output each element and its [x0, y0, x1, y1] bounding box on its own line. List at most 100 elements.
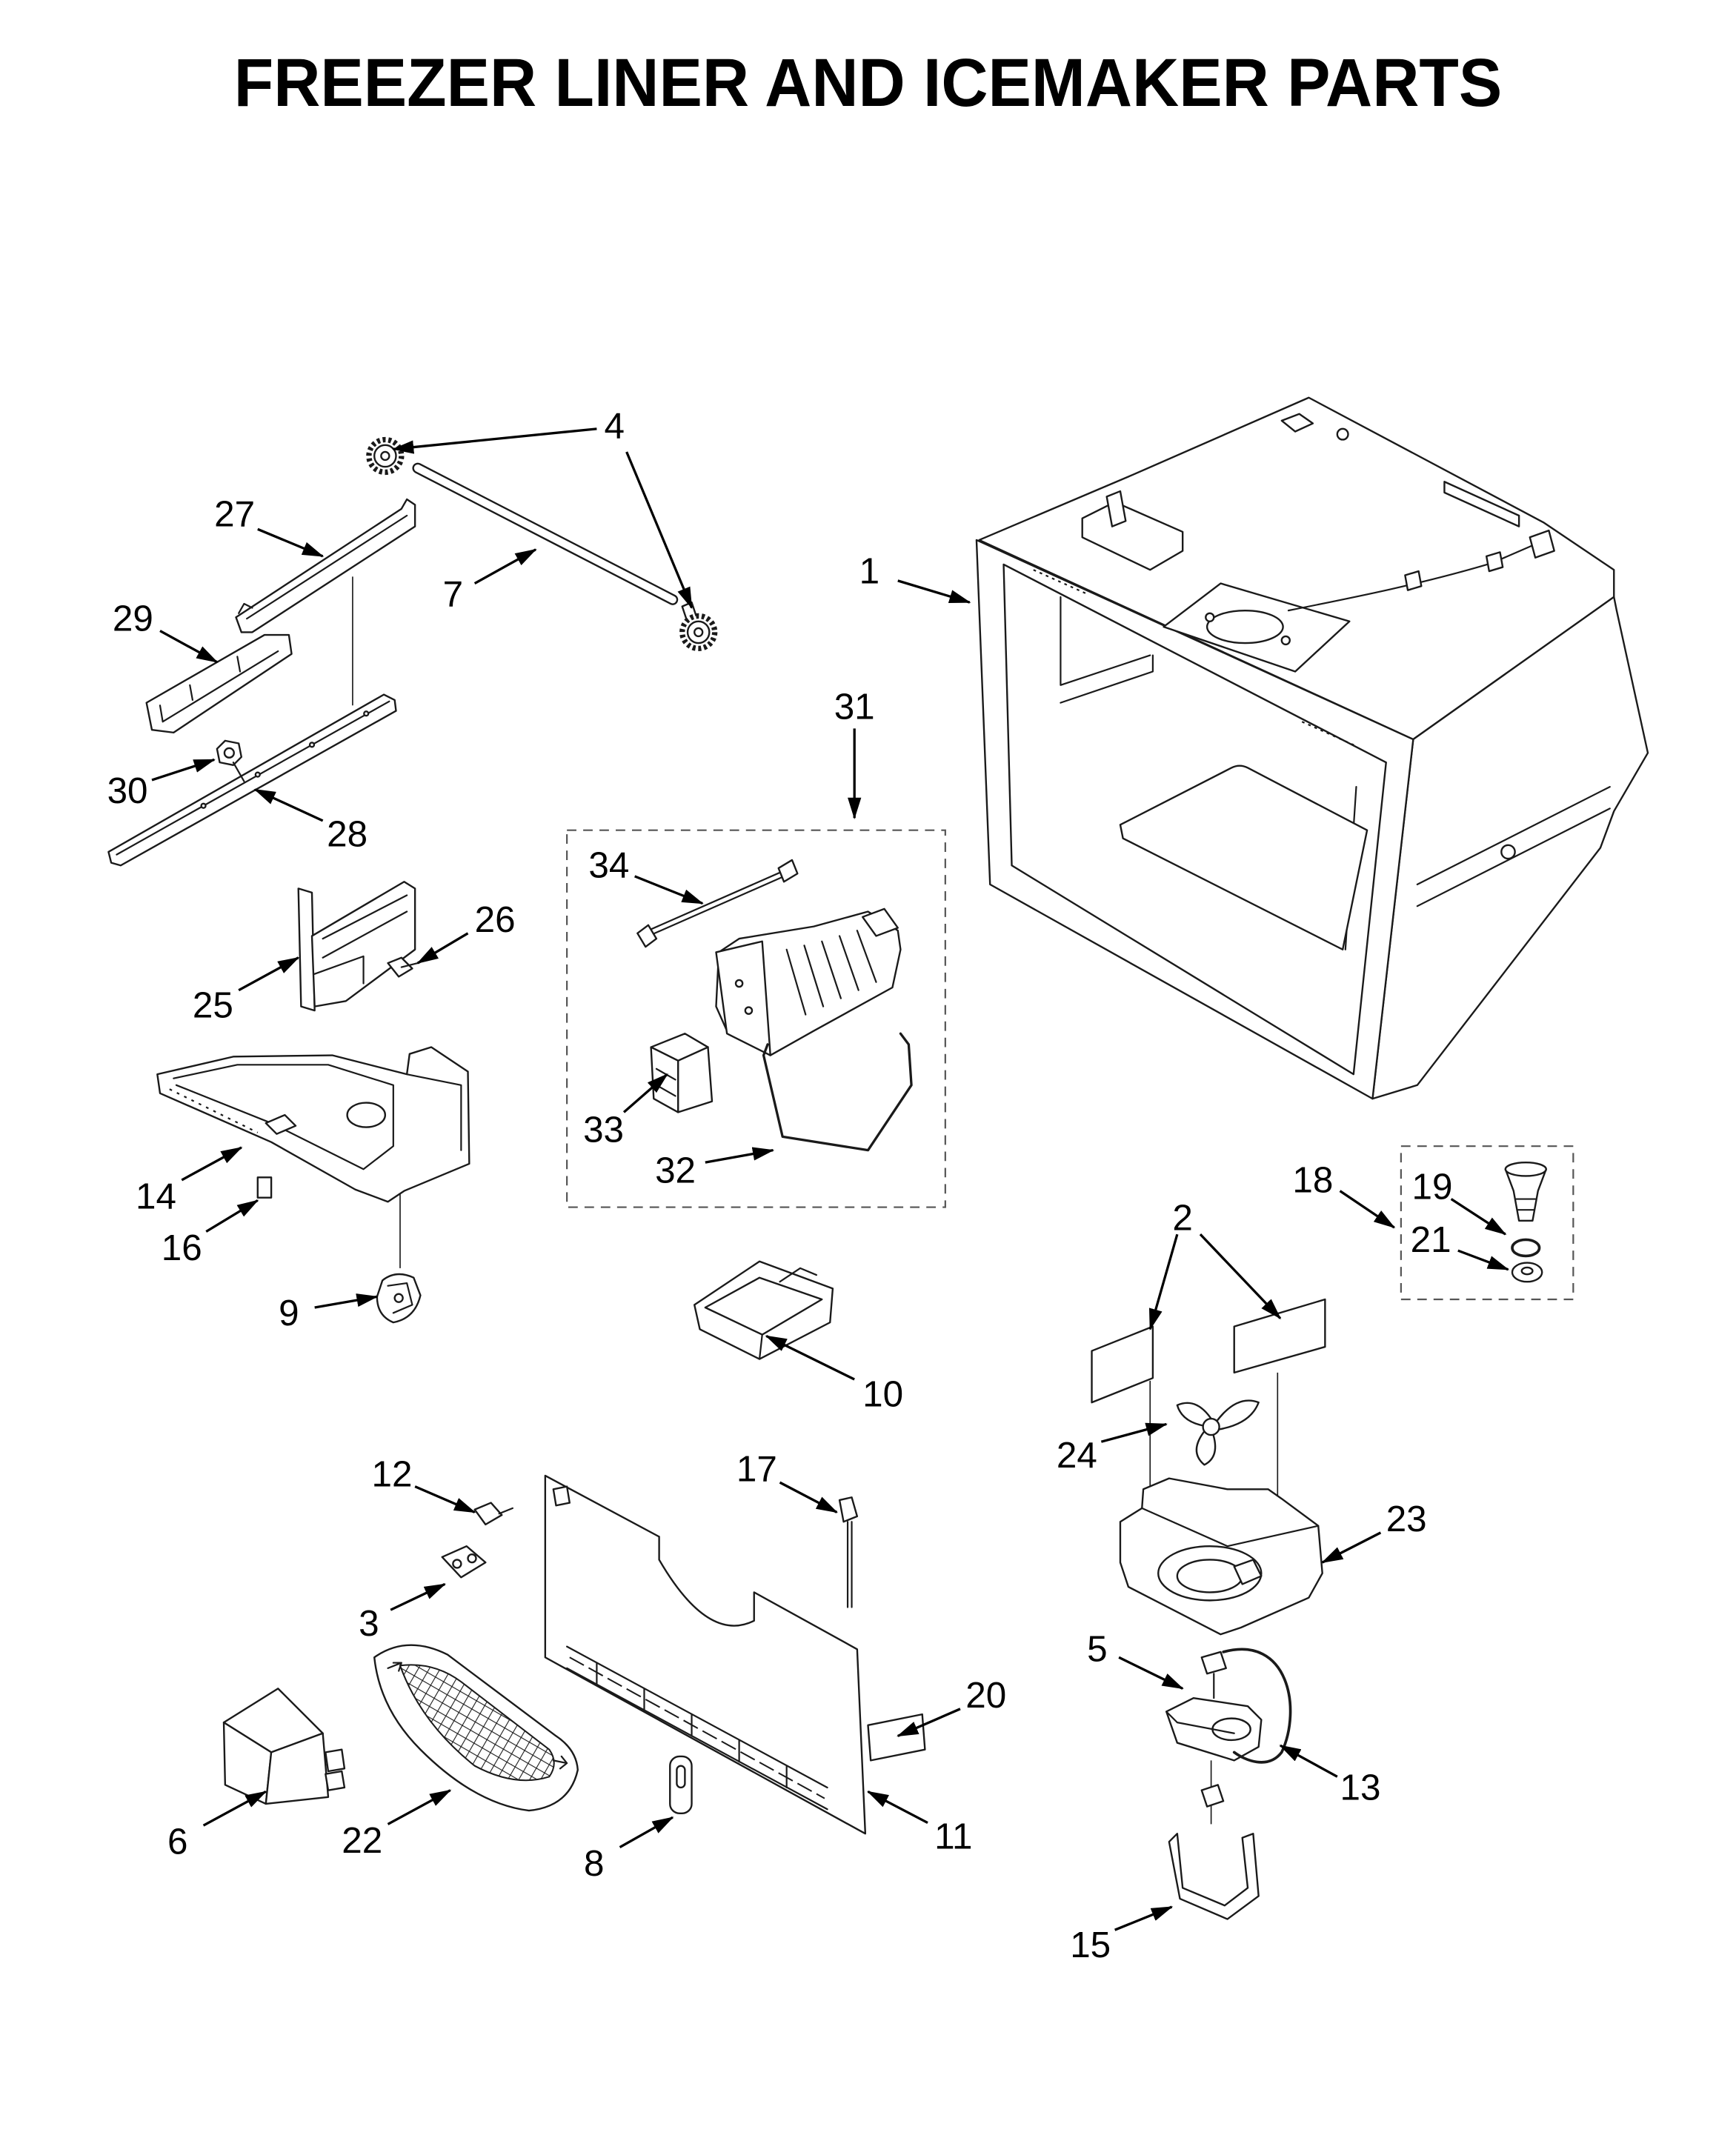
- icemaker-cover-drawing: [650, 1033, 714, 1113]
- callout-22: 22: [342, 1820, 382, 1861]
- callout-11: 11: [934, 1816, 972, 1856]
- washer-drawing: [1511, 1262, 1543, 1283]
- leader-arrow-28: [253, 788, 324, 822]
- leader-arrow-1: [897, 579, 971, 604]
- clip-drawing: [669, 1755, 693, 1814]
- page-title: FREEZER LINER AND ICEMAKER PARTS: [234, 45, 1502, 121]
- callout-13: 13: [1340, 1767, 1380, 1808]
- fan-blade-drawing: [1176, 1399, 1260, 1466]
- rail-bracket-drawing: [145, 633, 293, 734]
- leader-arrow-32: [705, 1147, 775, 1164]
- leader-arrow-14: [181, 1146, 243, 1182]
- ice-chute-tray-drawing: [156, 1046, 470, 1203]
- small-bracket-drawing: [441, 1545, 487, 1579]
- callout-18: 18: [1292, 1159, 1333, 1200]
- leader-arrow-4b: [625, 451, 694, 610]
- leader-arrow-6: [202, 1791, 267, 1827]
- slide-rail-drawing: [235, 498, 416, 633]
- callout-24: 24: [1057, 1435, 1097, 1476]
- callout-3: 3: [359, 1603, 379, 1644]
- callout-29: 29: [113, 599, 153, 639]
- foam-pad-drawing-left: [1091, 1325, 1154, 1404]
- leader-arrow-24: [1100, 1422, 1168, 1443]
- shutoff-arm-drawing: [762, 1032, 913, 1152]
- leader-arrow-21: [1457, 1249, 1510, 1271]
- callout-7: 7: [443, 574, 463, 615]
- gear-drawing-left: [366, 436, 405, 476]
- callout-15: 15: [1070, 1925, 1111, 1965]
- callout-4: 4: [604, 406, 624, 447]
- water-fitting-drawing: [1504, 1161, 1547, 1222]
- callout-21: 21: [1411, 1219, 1451, 1260]
- leader-arrow-22: [387, 1789, 452, 1825]
- foam-strip-drawing: [867, 1713, 926, 1762]
- callout-14: 14: [136, 1176, 176, 1216]
- leader-arrow-10: [765, 1334, 855, 1381]
- leader-arrow-19: [1450, 1198, 1507, 1236]
- callout-1: 1: [859, 551, 879, 592]
- callout-2: 2: [1172, 1198, 1192, 1239]
- callout-17: 17: [736, 1448, 777, 1489]
- leader-arrow-25: [238, 956, 300, 992]
- fan-shroud-drawing: [1119, 1477, 1323, 1636]
- callout-labels: 1 2 3 4 5 6 7 8 9 10 11 12 13 14 15 16 1…: [107, 406, 1453, 1965]
- leader-arrow-29: [159, 630, 219, 664]
- callout-32: 32: [655, 1150, 696, 1191]
- leader-arrow-9: [314, 1293, 379, 1309]
- icemaker-group-box: [566, 829, 946, 1208]
- leader-arrow-30: [151, 758, 216, 782]
- leader-arrow-3: [390, 1582, 447, 1611]
- icemaker-drawing: [715, 907, 902, 1056]
- callout-28: 28: [327, 814, 368, 855]
- motor-wire-drawing: [1222, 1648, 1292, 1764]
- small-block-drawing: [256, 1176, 273, 1199]
- callout-8: 8: [584, 1843, 604, 1884]
- motor-bracket-drawing: [1168, 1833, 1260, 1920]
- callout-6: 6: [167, 1822, 187, 1862]
- leader-arrow-2a: [1148, 1233, 1179, 1331]
- callout-30: 30: [107, 770, 148, 811]
- shaft-rod-drawing: [412, 462, 679, 605]
- grille-drawing: [373, 1644, 579, 1812]
- duct-cover-drawing: [222, 1688, 346, 1805]
- leader-arrow-8: [619, 1816, 674, 1848]
- callout-23: 23: [1386, 1499, 1427, 1539]
- freezer-liner-drawing: [975, 396, 1649, 1100]
- callout-10: 10: [862, 1374, 903, 1415]
- leader-arrow-11: [866, 1791, 928, 1825]
- leader-arrow-13: [1279, 1744, 1338, 1778]
- leader-arrow-2b: [1199, 1233, 1282, 1319]
- leader-arrow-15: [1114, 1905, 1174, 1931]
- wire-harness-drawing: [636, 859, 799, 948]
- callout-19: 19: [1411, 1167, 1452, 1208]
- callout-20: 20: [965, 1675, 1006, 1716]
- leader-arrow-26: [416, 932, 469, 965]
- support-bracket-drawing: [297, 881, 416, 1012]
- ice-bin-drawing: [694, 1260, 834, 1360]
- leader-arrow-17: [779, 1481, 839, 1513]
- foam-pad-drawing-right: [1233, 1298, 1326, 1374]
- screw-drawing-12: [473, 1502, 514, 1526]
- leader-arrow-4a: [392, 427, 597, 454]
- callout-12: 12: [372, 1454, 413, 1495]
- leader-arrow-18: [1339, 1190, 1396, 1229]
- leader-arrows: [151, 427, 1510, 1931]
- gear-drawing-right: [679, 601, 718, 652]
- screw-drawing-26: [387, 956, 419, 978]
- leader-arrow-16: [205, 1199, 259, 1233]
- grommet-drawing: [1200, 1784, 1225, 1808]
- callout-5: 5: [1087, 1629, 1107, 1670]
- callout-34: 34: [588, 845, 629, 886]
- leader-arrow-33: [622, 1073, 668, 1113]
- callout-27: 27: [214, 494, 255, 535]
- leader-arrow-34: [634, 875, 704, 905]
- screw-drawing-30: [216, 739, 245, 782]
- callout-31: 31: [834, 687, 875, 727]
- leader-arrow-5: [1118, 1656, 1184, 1690]
- leader-arrow-12: [414, 1485, 476, 1513]
- fan-motor-drawing: [1165, 1651, 1263, 1762]
- leader-arrow-27: [257, 527, 325, 558]
- fitting-group-box: [1400, 1145, 1574, 1301]
- sensor-drawing: [838, 1496, 859, 1608]
